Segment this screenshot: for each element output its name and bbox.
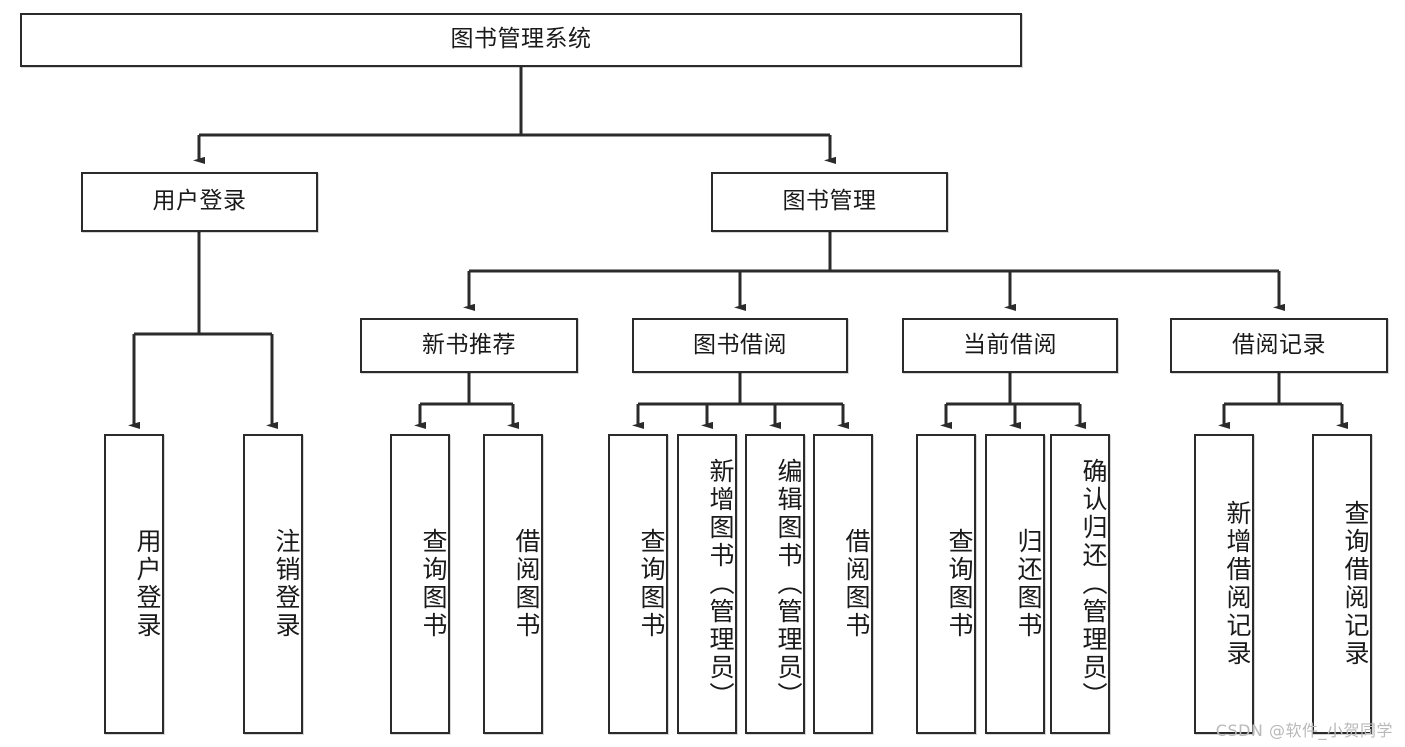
leaf-book-borrowing-1[interactable]: 新增图书（管理员） xyxy=(677,434,737,734)
leaf-user-login-0[interactable]: 用户登录 xyxy=(104,434,164,734)
leaf-current-borrowing-0[interactable]: 查询图书 xyxy=(916,434,976,734)
leaf-current-borrowing-1[interactable]: 归还图书 xyxy=(985,434,1045,734)
leaf-current-borrowing-2[interactable]: 确认归还（管理员） xyxy=(1050,434,1110,734)
node-label: 图书管理系统 xyxy=(450,26,592,53)
node-label: 查询图书 xyxy=(419,528,448,640)
leaf-new-book-recommendation-0[interactable]: 查询图书 xyxy=(390,434,450,734)
leaf-user-login-1[interactable]: 注销登录 xyxy=(243,434,303,734)
leaf-borrowing-record-0[interactable]: 新增借阅记录 xyxy=(1194,434,1254,734)
node-label: 图书管理 xyxy=(782,188,877,215)
leaf-book-borrowing-3[interactable]: 借阅图书 xyxy=(813,434,873,734)
node-label: 用户登录 xyxy=(133,528,162,640)
node-new-book-recommendation[interactable]: 新书推荐 xyxy=(360,318,578,373)
node-label: 注销登录 xyxy=(272,528,301,640)
node-label: 归还图书 xyxy=(1014,528,1043,640)
node-current-borrowing[interactable]: 当前借阅 xyxy=(902,318,1118,373)
node-label: 新增借阅记录 xyxy=(1223,500,1252,668)
node-label: 当前借阅 xyxy=(963,331,1057,358)
leaf-borrowing-record-1[interactable]: 查询借阅记录 xyxy=(1312,434,1372,734)
node-label: 编辑图书（管理员） xyxy=(774,458,803,710)
node-label: 新书推荐 xyxy=(422,331,516,358)
node-label: 借阅图书 xyxy=(512,528,541,640)
node-label: 借阅图书 xyxy=(842,528,871,640)
node-label: 确认归还（管理员） xyxy=(1079,458,1108,710)
leaf-book-borrowing-0[interactable]: 查询图书 xyxy=(608,434,668,734)
node-user-login[interactable]: 用户登录 xyxy=(81,172,318,232)
node-label: 查询图书 xyxy=(637,528,666,640)
node-borrowing-record[interactable]: 借阅记录 xyxy=(1170,318,1388,373)
node-label: 查询图书 xyxy=(945,528,974,640)
node-book-borrowing[interactable]: 图书借阅 xyxy=(632,318,848,373)
node-book-management[interactable]: 图书管理 xyxy=(711,172,948,232)
node-label: 借阅记录 xyxy=(1232,331,1326,358)
node-label: 图书借阅 xyxy=(693,331,787,358)
node-label: 查询借阅记录 xyxy=(1341,500,1370,668)
node-label: 新增图书（管理员） xyxy=(706,458,735,710)
node-label: 用户登录 xyxy=(152,188,247,215)
leaf-book-borrowing-2[interactable]: 编辑图书（管理员） xyxy=(745,434,805,734)
leaf-new-book-recommendation-1[interactable]: 借阅图书 xyxy=(483,434,543,734)
node-root-book-management-system[interactable]: 图书管理系统 xyxy=(20,13,1022,67)
